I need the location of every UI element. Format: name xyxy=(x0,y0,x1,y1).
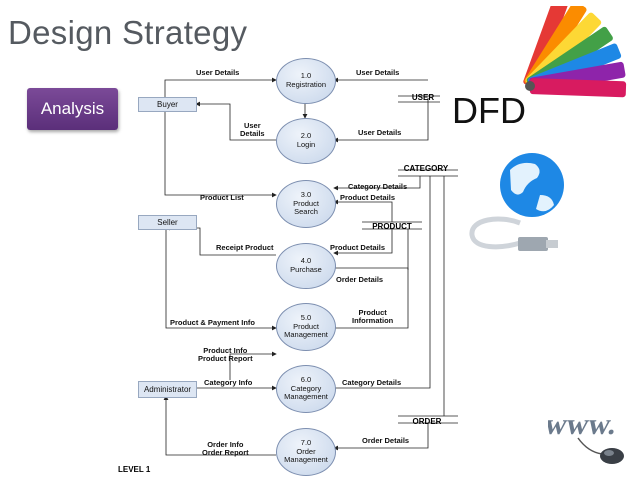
process-category-management: 6.0 Category Management xyxy=(276,365,336,413)
flow-label: Product List xyxy=(200,193,244,202)
flow-label-line: Details xyxy=(240,129,265,139)
process-number: 7.0 xyxy=(300,438,312,448)
process-registration: 1.0 Registration xyxy=(276,58,336,104)
process-number: 5.0 xyxy=(300,313,312,323)
flow-label: User Details xyxy=(356,68,400,77)
process-label: Search xyxy=(294,207,318,217)
slide-title: Design Strategy xyxy=(8,14,248,51)
process-label: Login xyxy=(296,140,316,149)
process-order-management: 7.0 Order Management xyxy=(276,428,336,476)
store-order: ORDER xyxy=(412,417,442,426)
process-label: Product xyxy=(293,198,319,208)
flow-label: Product Info Product Report xyxy=(198,346,253,364)
flow-label: Product Details xyxy=(330,243,386,252)
flow-label-line: User xyxy=(243,121,261,130)
dfd-label: DFD xyxy=(452,90,526,131)
flow-label-line: Order Info xyxy=(207,440,244,449)
flow-label: Order Info Order Report xyxy=(202,440,249,458)
process-label: Management xyxy=(284,392,328,402)
flow-label-line: Order Report xyxy=(202,448,249,458)
www-mouse-icon: www. xyxy=(548,407,624,464)
store-product: PRODUCT xyxy=(372,222,412,231)
flow-label: Category Info xyxy=(204,378,253,387)
diagram-level-label: LEVEL 1 xyxy=(118,465,151,474)
flow-label-line: Product Report xyxy=(198,354,253,364)
process-number: 2.0 xyxy=(300,131,312,141)
process-number: 6.0 xyxy=(300,375,312,385)
process-label: Order xyxy=(296,446,316,456)
flow-label: Order Details xyxy=(362,436,410,445)
process-number: 3.0 xyxy=(300,190,312,200)
process-label: Management xyxy=(284,330,328,340)
process-purchase: 4.0 Purchase xyxy=(276,243,336,289)
entity-seller: Seller xyxy=(138,215,197,230)
flow-label: Product Details xyxy=(340,193,396,202)
flow-label: Order Details xyxy=(336,275,384,284)
process-label: Product xyxy=(293,321,319,331)
entity-buyer: Buyer xyxy=(138,97,197,112)
flow-label: Receipt Product xyxy=(216,243,274,252)
process-label: Category xyxy=(290,383,322,393)
globe-with-cable-icon xyxy=(469,153,564,251)
svg-text:www.: www. xyxy=(548,407,619,441)
process-number: 1.0 xyxy=(300,71,312,81)
store-category: CATEGORY xyxy=(403,164,449,173)
flow-label-line: Product Info xyxy=(203,346,248,355)
process-label: Purchase xyxy=(290,265,322,274)
process-label: Management xyxy=(284,455,328,465)
flow-label: Product & Payment Info xyxy=(170,318,256,327)
flow-label-line: Product xyxy=(358,308,387,317)
flow-label: User Details xyxy=(240,121,265,139)
entity-administrator: Administrator xyxy=(138,381,197,398)
flow-label-line: Information xyxy=(352,316,394,326)
flow-label: Category Details xyxy=(348,182,408,191)
flow-label: User Details xyxy=(358,128,402,137)
process-product-search: 3.0 Product Search xyxy=(276,180,336,228)
flow-label: Category Details xyxy=(342,378,402,387)
process-login: 2.0 Login xyxy=(276,118,336,164)
process-product-management: 5.0 Product Management xyxy=(276,303,336,351)
flow-label: Product Information xyxy=(352,308,394,326)
process-label: Registration xyxy=(285,80,327,89)
flow-label: User Details xyxy=(196,68,240,77)
analysis-button[interactable]: Analysis xyxy=(27,88,118,130)
store-user: USER xyxy=(411,93,435,102)
color-swatch-fan-icon xyxy=(523,6,627,98)
process-number: 4.0 xyxy=(300,256,312,266)
